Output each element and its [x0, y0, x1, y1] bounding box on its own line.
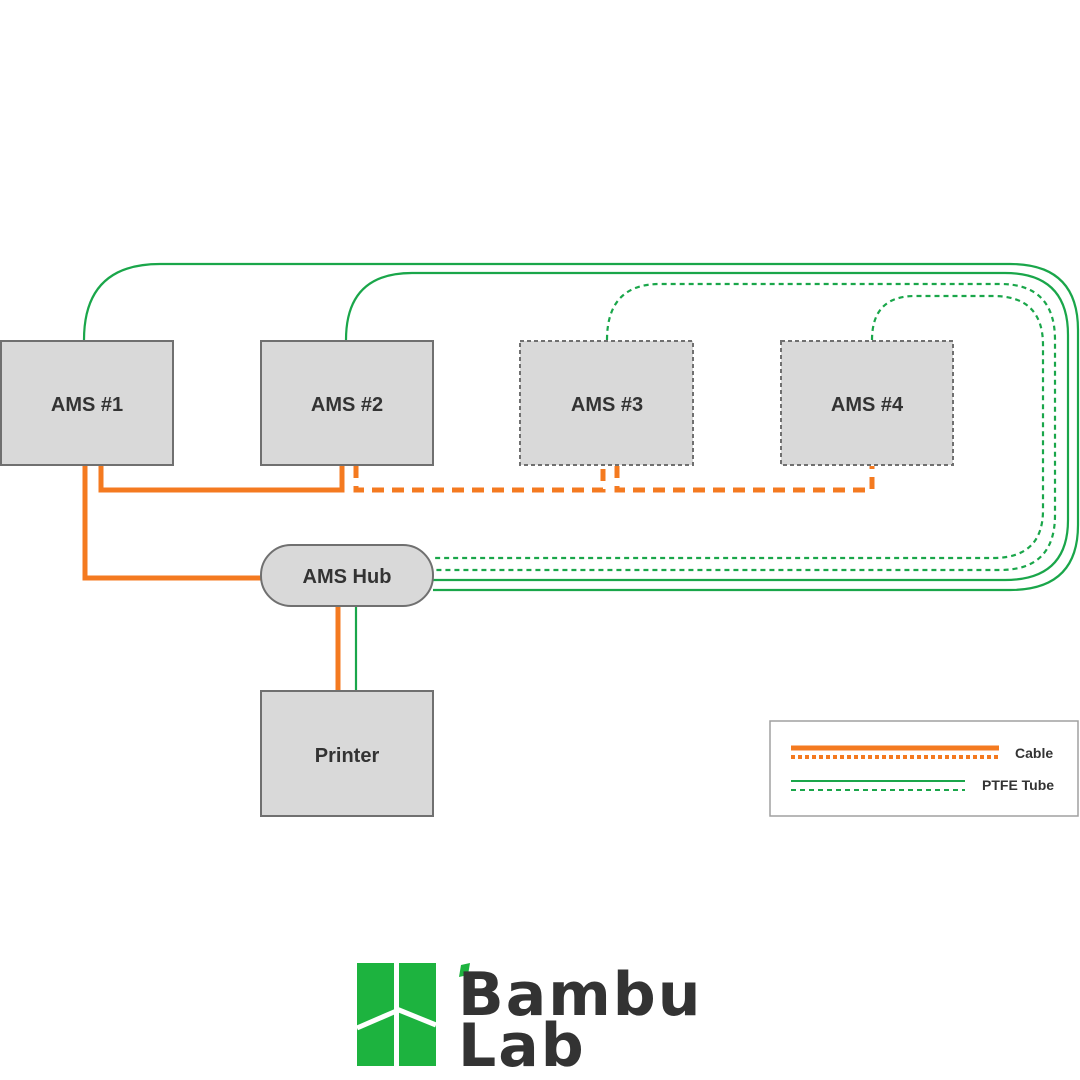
cable-ams1-to-ams2 [98, 466, 345, 493]
bambu-logo-icon [356, 963, 437, 1066]
ams-4: AMS #4 [780, 340, 954, 466]
ptfe-tube-ams1 [82, 262, 1080, 592]
ams-2: AMS #2 [260, 340, 434, 466]
ptfe-tubes [82, 262, 1080, 691]
ptfe-tube-ams3 [433, 282, 1057, 572]
cable-ams1-to-hub [82, 466, 262, 581]
ams-1-label: AMS #1 [51, 394, 123, 416]
legend-ptfe-label: PTFE Tube [982, 777, 1054, 793]
logo-text-lab: Lab [458, 1011, 586, 1080]
ams-hub-label: AMS Hub [303, 566, 392, 588]
ams-hub: AMS Hub [260, 544, 434, 607]
ams-1: AMS #1 [0, 340, 174, 466]
logo-text-bambu: Bambu [458, 960, 702, 1030]
ams-2-label: AMS #2 [311, 394, 383, 416]
ams-3-label: AMS #3 [571, 394, 643, 416]
cable-ams3-to-ams4 [614, 466, 875, 493]
legend-cable-label: Cable [1015, 745, 1053, 761]
bambu-lab-logo: Bambu Lab [356, 960, 702, 1080]
cable-ams2-to-ams3 [353, 466, 606, 493]
ams-3: AMS #3 [519, 340, 694, 466]
ptfe-tube-ams2 [344, 271, 1070, 582]
printer-label: Printer [315, 745, 380, 767]
printer: Printer [260, 690, 434, 817]
legend: Cable PTFE Tube [769, 720, 1079, 817]
ams-4-label: AMS #4 [831, 394, 904, 416]
logo-accent-icon [459, 963, 470, 977]
cables [82, 466, 875, 691]
